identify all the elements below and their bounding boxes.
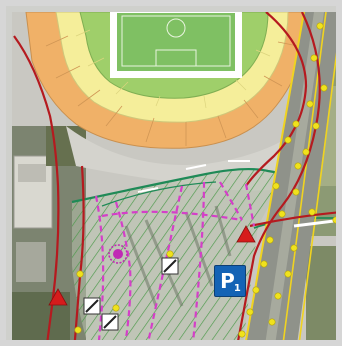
- diagonal-square-marker[interactable]: [83, 297, 101, 315]
- diagonal-square-marker[interactable]: [161, 257, 179, 275]
- yellow-dot-marker[interactable]: [274, 292, 282, 300]
- yellow-dot-marker[interactable]: [284, 136, 292, 144]
- yellow-dot-marker[interactable]: [268, 318, 276, 326]
- yellow-dot-marker[interactable]: [238, 330, 246, 338]
- yellow-dot-marker[interactable]: [246, 308, 254, 316]
- yellow-dot-marker[interactable]: [294, 162, 302, 170]
- yellow-dot-marker[interactable]: [278, 210, 286, 218]
- yellow-dot-marker[interactable]: [306, 100, 314, 108]
- yellow-dot-marker[interactable]: [76, 270, 84, 278]
- yellow-dot-marker[interactable]: [316, 22, 324, 30]
- building-block: [18, 164, 46, 182]
- yellow-dot-marker[interactable]: [284, 270, 292, 278]
- yellow-dot-marker[interactable]: [112, 304, 120, 312]
- parking-letter: P: [220, 269, 235, 293]
- yellow-dot-marker[interactable]: [308, 208, 316, 216]
- diagonal-square-marker[interactable]: [101, 313, 119, 331]
- yellow-dot-marker[interactable]: [312, 122, 320, 130]
- parking-number: 1: [233, 283, 241, 294]
- entry-gates: [137, 160, 250, 193]
- yellow-dot-marker[interactable]: [302, 148, 310, 156]
- yellow-dot-marker[interactable]: [332, 216, 339, 224]
- yellow-dot-marker[interactable]: [292, 120, 300, 128]
- stadium: [25, 12, 307, 149]
- pitch-markings: [121, 15, 231, 67]
- seat-ring-lines: [75, 29, 271, 109]
- map-canvas: [12, 12, 339, 340]
- walkway-outline: [71, 167, 287, 204]
- yellow-dot-marker[interactable]: [320, 84, 328, 92]
- yellow-dot-marker[interactable]: [272, 182, 280, 190]
- road-outline: [13, 12, 336, 340]
- parking-icon[interactable]: P1: [214, 265, 246, 297]
- yellow-markers: [74, 22, 339, 338]
- yellow-dot-marker[interactable]: [292, 188, 300, 196]
- yellow-dot-marker[interactable]: [74, 326, 82, 334]
- yellow-dot-marker[interactable]: [166, 250, 174, 258]
- yellow-dot-marker[interactable]: [290, 244, 298, 252]
- yellow-dot-marker[interactable]: [310, 54, 318, 62]
- yellow-dot-marker[interactable]: [266, 236, 274, 244]
- yellow-dot-marker[interactable]: [260, 260, 268, 268]
- red-triangle-marker[interactable]: [236, 225, 256, 243]
- seat-radial-lines: [45, 35, 299, 146]
- pedestrian-route: [94, 181, 256, 340]
- right-verge: [306, 246, 336, 340]
- red-triangle-marker[interactable]: [48, 288, 68, 306]
- yellow-dot-marker[interactable]: [252, 286, 260, 294]
- purple-circle-marker[interactable]: [108, 244, 128, 264]
- building-block: [16, 242, 46, 282]
